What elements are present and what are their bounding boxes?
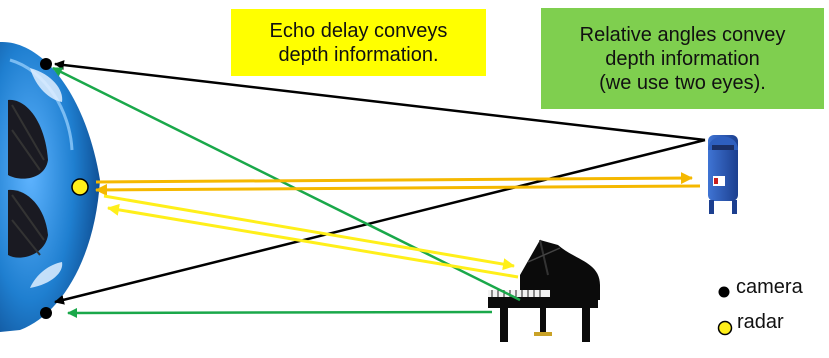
- radar-ray-from-mailbox: [95, 183, 701, 196]
- radar-ray-to-piano: [103, 194, 515, 271]
- camera-dot-icon: [40, 307, 52, 319]
- camera-dot-icon: [40, 58, 52, 70]
- piano-ray-bottom: [67, 307, 493, 318]
- camera-ray-top: [54, 60, 706, 142]
- radar-dot-icon: [71, 178, 89, 196]
- legend-radar-label: radar: [737, 311, 784, 333]
- piano-ray-top: [52, 66, 521, 302]
- echo-delay-note: Echo delay conveys depth information.: [231, 9, 486, 76]
- car-front-icon: [0, 41, 100, 332]
- camera-ray-bottom: [54, 138, 706, 305]
- grand-piano-icon: [488, 239, 600, 342]
- mailbox-icon: [708, 135, 738, 214]
- radar-ray-from-piano: [107, 203, 519, 279]
- camera-dot-icon: [718, 286, 730, 298]
- relative-angles-note: Relative angles convey depth information…: [541, 8, 824, 109]
- legend-camera-label: camera: [736, 276, 803, 298]
- radar-ray-to-mailbox: [95, 172, 693, 185]
- radar-dot-icon: [717, 320, 733, 336]
